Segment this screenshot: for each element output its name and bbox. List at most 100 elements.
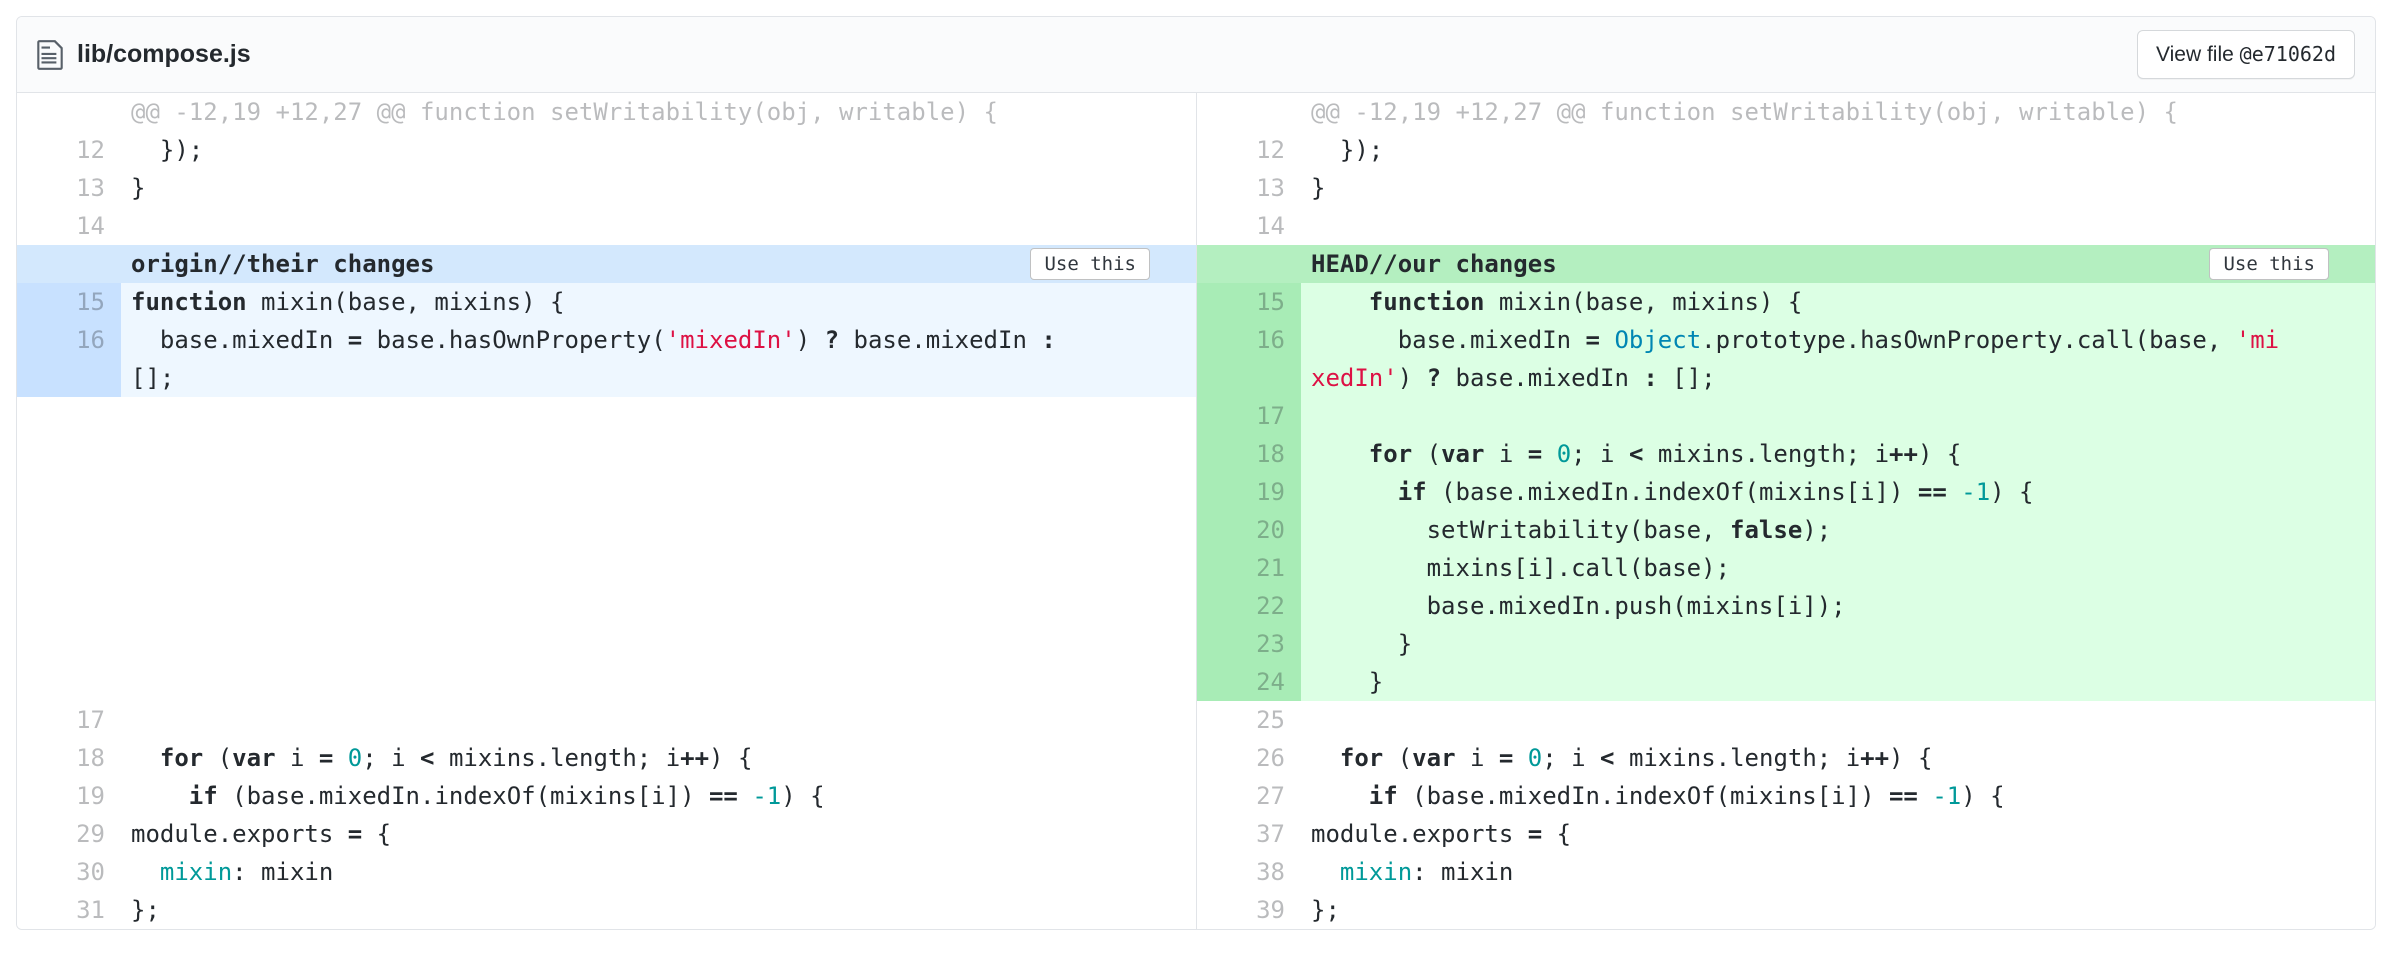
code-line[interactable]: } xyxy=(1311,174,1326,202)
filler-row xyxy=(17,587,1196,625)
code-row: []; xyxy=(17,359,1196,397)
code-line xyxy=(121,587,1196,625)
hunk-header-row: @@ -12,19 +12,27 @@ function setWritabil… xyxy=(17,93,1196,131)
code-row: 20 setWritability(base, false); xyxy=(1197,511,2375,549)
code-line[interactable]: xedIn') ? base.mixedIn : []; xyxy=(1301,359,2375,397)
code-line[interactable]: }); xyxy=(131,136,204,164)
code-line xyxy=(121,473,1196,511)
code-row: 24 } xyxy=(1197,663,2375,701)
code-line xyxy=(121,549,1196,587)
line-number: 17 xyxy=(76,706,105,734)
code-row: 17 xyxy=(17,701,1196,739)
line-number: 14 xyxy=(76,212,105,240)
line-number: 12 xyxy=(1256,136,1285,164)
line-number: 15 xyxy=(17,283,121,321)
code-line[interactable] xyxy=(1301,397,2375,435)
code-row: 13} xyxy=(17,169,1196,207)
line-number: 21 xyxy=(1197,549,1301,587)
view-file-button[interactable]: View file @e71062d xyxy=(2137,30,2355,79)
filler-row xyxy=(17,663,1196,701)
code-row: 18 for (var i = 0; i < mixins.length; i+… xyxy=(17,739,1196,777)
code-line[interactable]: setWritability(base, false); xyxy=(1301,511,2375,549)
code-line[interactable]: } xyxy=(131,174,146,202)
code-line[interactable]: if (base.mixedIn.indexOf(mixins[i]) == -… xyxy=(1301,473,2375,511)
code-row: 27 if (base.mixedIn.indexOf(mixins[i]) =… xyxy=(1197,777,2375,815)
code-line[interactable]: }); xyxy=(1311,136,1384,164)
code-line[interactable]: mixin: mixin xyxy=(159,858,334,886)
file-name: lib/compose.js xyxy=(77,40,251,68)
file-icon xyxy=(37,38,63,72)
code-line[interactable]: }; xyxy=(1311,896,1340,924)
code-line[interactable]: module.exports = { xyxy=(1311,820,1572,848)
code-line[interactable]: module.exports = { xyxy=(131,820,392,848)
code-line[interactable]: } xyxy=(1301,625,2375,663)
code-line[interactable]: mixin: mixin xyxy=(1339,858,1514,886)
code-line[interactable]: for (var i = 0; i < mixins.length; i++) … xyxy=(159,744,753,772)
line-number: 18 xyxy=(1197,435,1301,473)
split-diff: @@ -12,19 +12,27 @@ function setWritabil… xyxy=(17,93,2375,929)
code-line[interactable]: function mixin(base, mixins) { xyxy=(1301,283,2375,321)
code-line[interactable]: mixins[i].call(base); xyxy=(1301,549,2375,587)
line-number: 24 xyxy=(1197,663,1301,701)
hunk-header-row: @@ -12,19 +12,27 @@ function setWritabil… xyxy=(1197,93,2375,131)
use-this-button[interactable]: Use this xyxy=(1030,248,1150,280)
code-line[interactable]: if (base.mixedIn.indexOf(mixins[i]) == -… xyxy=(188,782,825,810)
filler-row xyxy=(17,625,1196,663)
code-line[interactable]: } xyxy=(1301,663,2375,701)
code-line[interactable] xyxy=(1301,207,2375,245)
line-number: 23 xyxy=(1197,625,1301,663)
code-line[interactable]: for (var i = 0; i < mixins.length; i++) … xyxy=(1301,435,2375,473)
code-row: 30 mixin: mixin xyxy=(17,853,1196,891)
line-number: 17 xyxy=(1197,397,1301,435)
view-file-sha: @e71062d xyxy=(2239,42,2336,66)
code-line[interactable] xyxy=(121,701,1196,739)
code-line xyxy=(121,625,1196,663)
code-row: 23 } xyxy=(1197,625,2375,663)
code-row: 17 xyxy=(1197,397,2375,435)
code-row: 38 mixin: mixin xyxy=(1197,853,2375,891)
code-line[interactable]: }; xyxy=(131,896,160,924)
code-row: 16 base.mixedIn = Object.prototype.hasOw… xyxy=(1197,321,2375,359)
diff-pane-ours: @@ -12,19 +12,27 @@ function setWritabil… xyxy=(1196,93,2375,929)
code-row: 12 }); xyxy=(1197,131,2375,169)
code-line[interactable]: base.mixedIn.push(mixins[i]); xyxy=(1301,587,2375,625)
code-row: 26 for (var i = 0; i < mixins.length; i+… xyxy=(1197,739,2375,777)
use-this-button[interactable]: Use this xyxy=(2209,248,2329,280)
filler-row xyxy=(17,549,1196,587)
code-line[interactable]: []; xyxy=(121,359,1196,397)
code-row: 14 xyxy=(17,207,1196,245)
line-number xyxy=(17,663,121,701)
code-row: 14 xyxy=(1197,207,2375,245)
code-line[interactable] xyxy=(1301,701,2375,739)
code-row: 25 xyxy=(1197,701,2375,739)
code-row: 21 mixins[i].call(base); xyxy=(1197,549,2375,587)
code-line xyxy=(121,663,1196,701)
code-line[interactable]: base.mixedIn = base.hasOwnProperty('mixe… xyxy=(121,321,1196,359)
line-number xyxy=(17,473,121,511)
code-row: 12 }); xyxy=(17,131,1196,169)
line-number: 20 xyxy=(1197,511,1301,549)
line-number xyxy=(17,435,121,473)
code-row: 19 if (base.mixedIn.indexOf(mixins[i]) =… xyxy=(1197,473,2375,511)
code-line[interactable]: base.mixedIn = Object.prototype.hasOwnPr… xyxy=(1301,321,2375,359)
line-number: 13 xyxy=(76,174,105,202)
line-number: 38 xyxy=(1256,858,1285,886)
line-number: 14 xyxy=(1256,212,1285,240)
code-line[interactable]: for (var i = 0; i < mixins.length; i++) … xyxy=(1339,744,1933,772)
line-number xyxy=(1197,359,1301,397)
line-number: 16 xyxy=(1197,321,1301,359)
code-line xyxy=(121,397,1196,435)
file-header: lib/compose.js View file @e71062d xyxy=(17,17,2375,93)
code-line[interactable] xyxy=(121,207,1196,245)
code-line[interactable]: function mixin(base, mixins) { xyxy=(121,283,1196,321)
code-line[interactable]: if (base.mixedIn.indexOf(mixins[i]) == -… xyxy=(1368,782,2005,810)
diff-pane-theirs: @@ -12,19 +12,27 @@ function setWritabil… xyxy=(17,93,1196,929)
filler-row xyxy=(17,473,1196,511)
filler-row xyxy=(17,435,1196,473)
code-row: 18 for (var i = 0; i < mixins.length; i+… xyxy=(1197,435,2375,473)
code-row: 22 base.mixedIn.push(mixins[i]); xyxy=(1197,587,2375,625)
